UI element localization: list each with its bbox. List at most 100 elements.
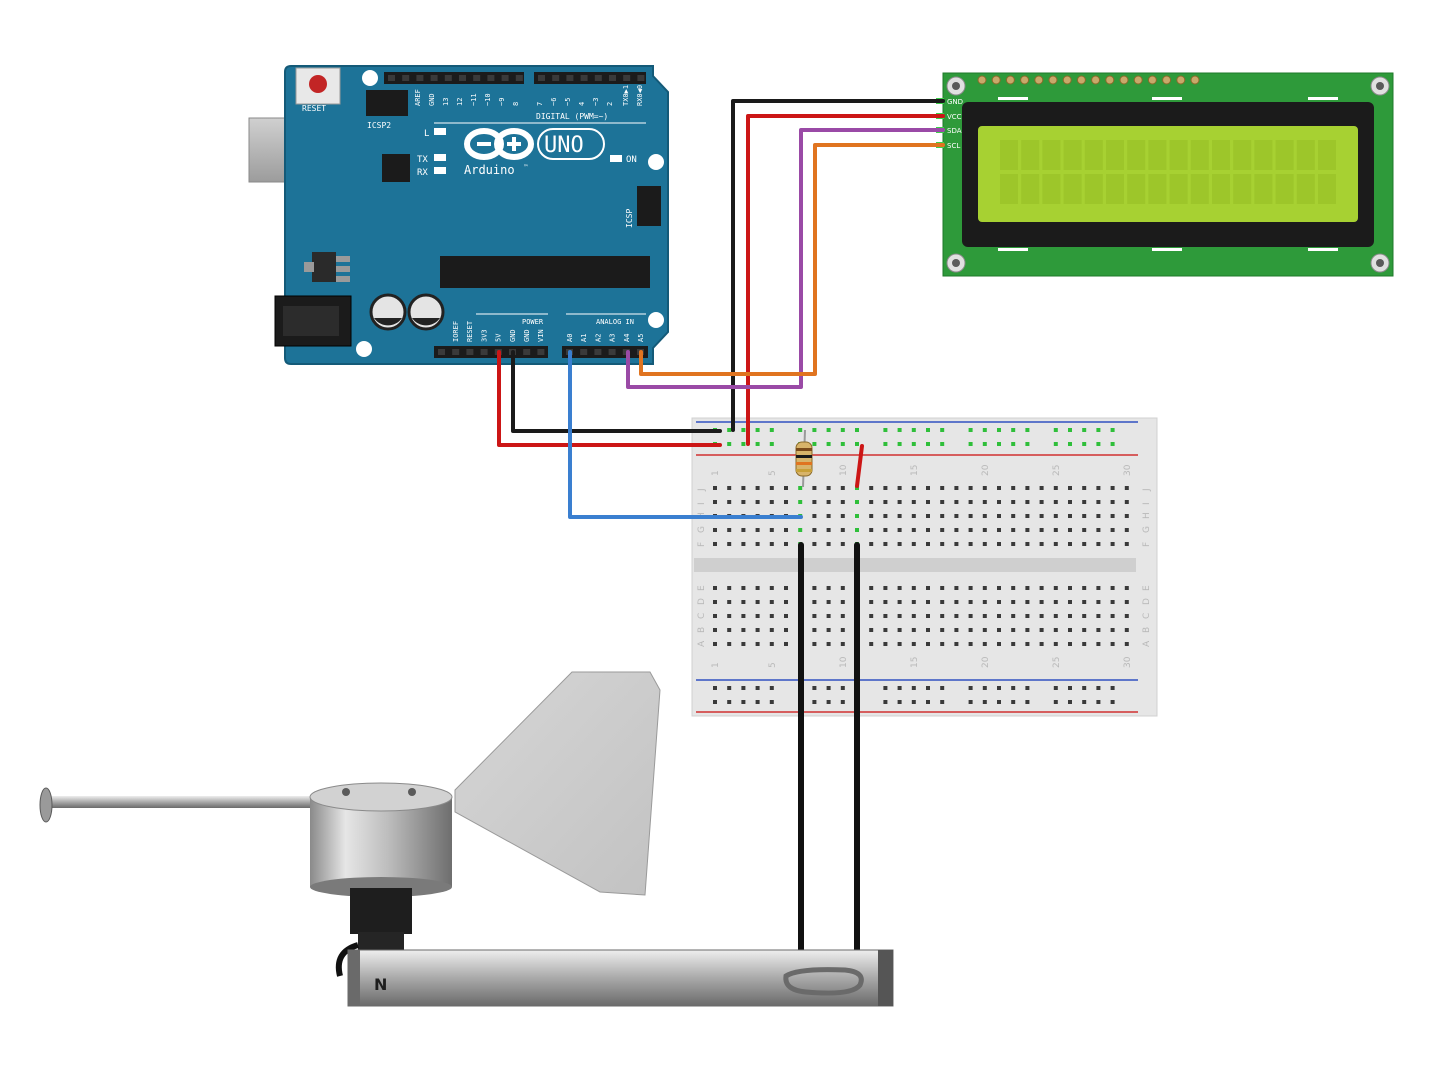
row-letter: J	[697, 488, 707, 492]
lcd-pad	[1020, 75, 1030, 85]
breadboard-hole	[1011, 528, 1016, 532]
wire-lcd-gnd	[731, 99, 945, 432]
breadboard-hole	[982, 428, 987, 432]
vane-shaft	[350, 888, 412, 934]
lcd-pad	[1147, 75, 1157, 85]
icsp2-header	[366, 90, 408, 116]
breadboard-hole	[826, 642, 831, 646]
lcd-cell	[1190, 174, 1209, 204]
breadboard-hole	[1068, 642, 1072, 646]
gnd-top-label: GND	[428, 93, 436, 106]
breadboard-hole	[1011, 486, 1016, 490]
row-letter: G	[697, 526, 707, 533]
lcd-cell	[1275, 174, 1294, 204]
digital-pin-label: 12	[456, 98, 464, 106]
breadboard-hole	[1011, 686, 1016, 690]
breadboard-hole	[897, 642, 902, 646]
breadboard-hole	[1053, 600, 1058, 604]
breadboard-hole	[755, 642, 760, 646]
breadboard-hole	[855, 528, 859, 532]
lcd-cell	[1318, 140, 1336, 170]
mounting-arm	[347, 949, 894, 1007]
power-pin-label: GND	[509, 329, 517, 342]
digital-pin-label: ~5	[564, 98, 572, 106]
row-letter: F	[697, 542, 707, 547]
analog-pin-label: A0	[566, 334, 574, 342]
breadboard-hole	[1110, 528, 1115, 532]
breadboard-hole	[897, 542, 902, 546]
breadboard-hole	[798, 528, 803, 532]
breadboard-hole	[755, 428, 760, 432]
breadboard-hole	[940, 642, 945, 646]
breadboard-hole	[869, 542, 874, 546]
breadboard-hole	[1039, 486, 1044, 490]
power-pin-label: GND	[523, 329, 531, 342]
breadboard-hole	[883, 428, 888, 432]
breadboard-hole	[1096, 500, 1101, 504]
wind-vane-sensor-icon: N	[39, 671, 894, 1007]
breadboard-hole	[1039, 600, 1044, 604]
breadboard-hole	[1053, 514, 1058, 518]
breadboard-hole	[826, 586, 831, 590]
breadboard-hole	[741, 642, 746, 646]
breadboard-hole	[741, 528, 746, 532]
header-hole	[501, 75, 509, 81]
breadboard-hole	[883, 642, 888, 646]
breadboard-hole	[997, 614, 1001, 618]
breadboard-hole	[954, 542, 959, 546]
breadboard-hole	[1068, 500, 1072, 504]
breadboard-hole	[812, 428, 817, 432]
header-hole	[388, 75, 395, 81]
header-hole	[480, 349, 488, 355]
breadboard-hole	[997, 628, 1001, 632]
column-number: 20	[981, 656, 991, 668]
breadboard-hole	[1011, 600, 1016, 604]
header-hole	[402, 75, 410, 81]
breadboard-hole	[1011, 514, 1016, 518]
breadboard-hole	[968, 428, 973, 432]
lcd-cell	[1021, 140, 1040, 170]
power-pin-label: 3V3	[480, 329, 488, 342]
breadboard-hole	[1053, 486, 1058, 490]
analog-label: ANALOG IN	[596, 318, 634, 326]
breadboard-hole	[840, 642, 845, 646]
breadboard-hole	[1110, 600, 1115, 604]
breadboard-hole	[911, 528, 916, 532]
breadboard-hole	[812, 614, 817, 618]
breadboard-hole	[869, 486, 874, 490]
breadboard-hole	[1082, 528, 1087, 532]
breadboard-hole	[826, 500, 831, 504]
breadboard-hole	[897, 700, 902, 704]
breadboard-hole	[997, 486, 1001, 490]
breadboard-hole	[968, 642, 973, 646]
breadboard-hole	[997, 586, 1001, 590]
breadboard-hole	[1096, 442, 1101, 446]
breadboard-hole	[840, 586, 845, 590]
column-number: 10	[839, 656, 849, 668]
breadboard-hole	[1011, 642, 1016, 646]
breadboard-hole	[940, 700, 945, 704]
header-hole	[438, 349, 445, 355]
breadboard-hole	[911, 642, 916, 646]
breadboard-hole	[727, 442, 732, 446]
breadboard-hole	[954, 614, 959, 618]
breadboard-hole	[997, 500, 1001, 504]
breadboard-hole	[997, 642, 1001, 646]
breadboard-hole	[940, 528, 945, 532]
breadboard-hole	[1082, 586, 1087, 590]
column-number: 5	[768, 662, 778, 668]
breadboard-hole	[997, 514, 1001, 518]
breadboard-hole	[926, 428, 930, 432]
row-letter: H	[1142, 512, 1152, 519]
breadboard-hole	[982, 600, 987, 604]
breadboard-hole	[926, 528, 930, 532]
breadboard-hole	[982, 686, 987, 690]
board-pcb	[284, 65, 669, 365]
breadboard-hole	[1025, 642, 1030, 646]
breadboard-hole	[1011, 586, 1016, 590]
breadboard-hole	[1025, 486, 1030, 490]
digital-pin-label: 4	[578, 102, 586, 106]
breadboard-hole	[1096, 586, 1101, 590]
